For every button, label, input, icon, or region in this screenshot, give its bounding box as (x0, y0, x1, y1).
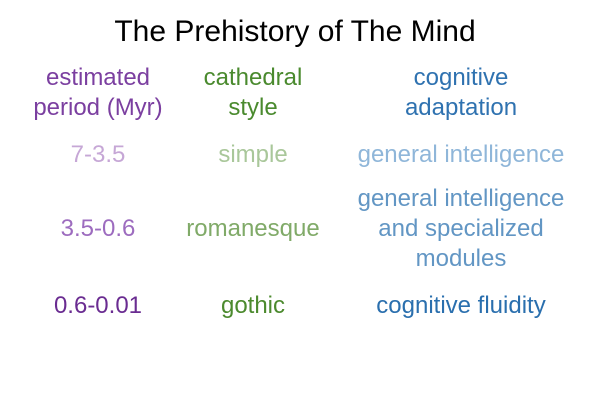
page-title: The Prehistory of The Mind (114, 15, 476, 48)
row-2-style: romanesque (186, 215, 320, 242)
row-2-adaptation: general intelligence and specialized mod… (357, 185, 565, 272)
row-3-period: 0.6-0.01 (53, 292, 143, 319)
header-adaptation: cognitive adaptation (404, 64, 518, 121)
row-1-style: simple (218, 141, 288, 168)
header-style: cathedral style (203, 64, 303, 121)
row-3-adaptation: cognitive fluidity (376, 292, 546, 319)
row-2-period: 3.5-0.6 (60, 215, 136, 242)
row-1-period: 7-3.5 (70, 141, 126, 168)
header-period: estimated period (Myr) (33, 64, 163, 121)
row-1-adaptation: general intelligence (357, 141, 565, 168)
row-3-style: gothic (220, 292, 286, 319)
